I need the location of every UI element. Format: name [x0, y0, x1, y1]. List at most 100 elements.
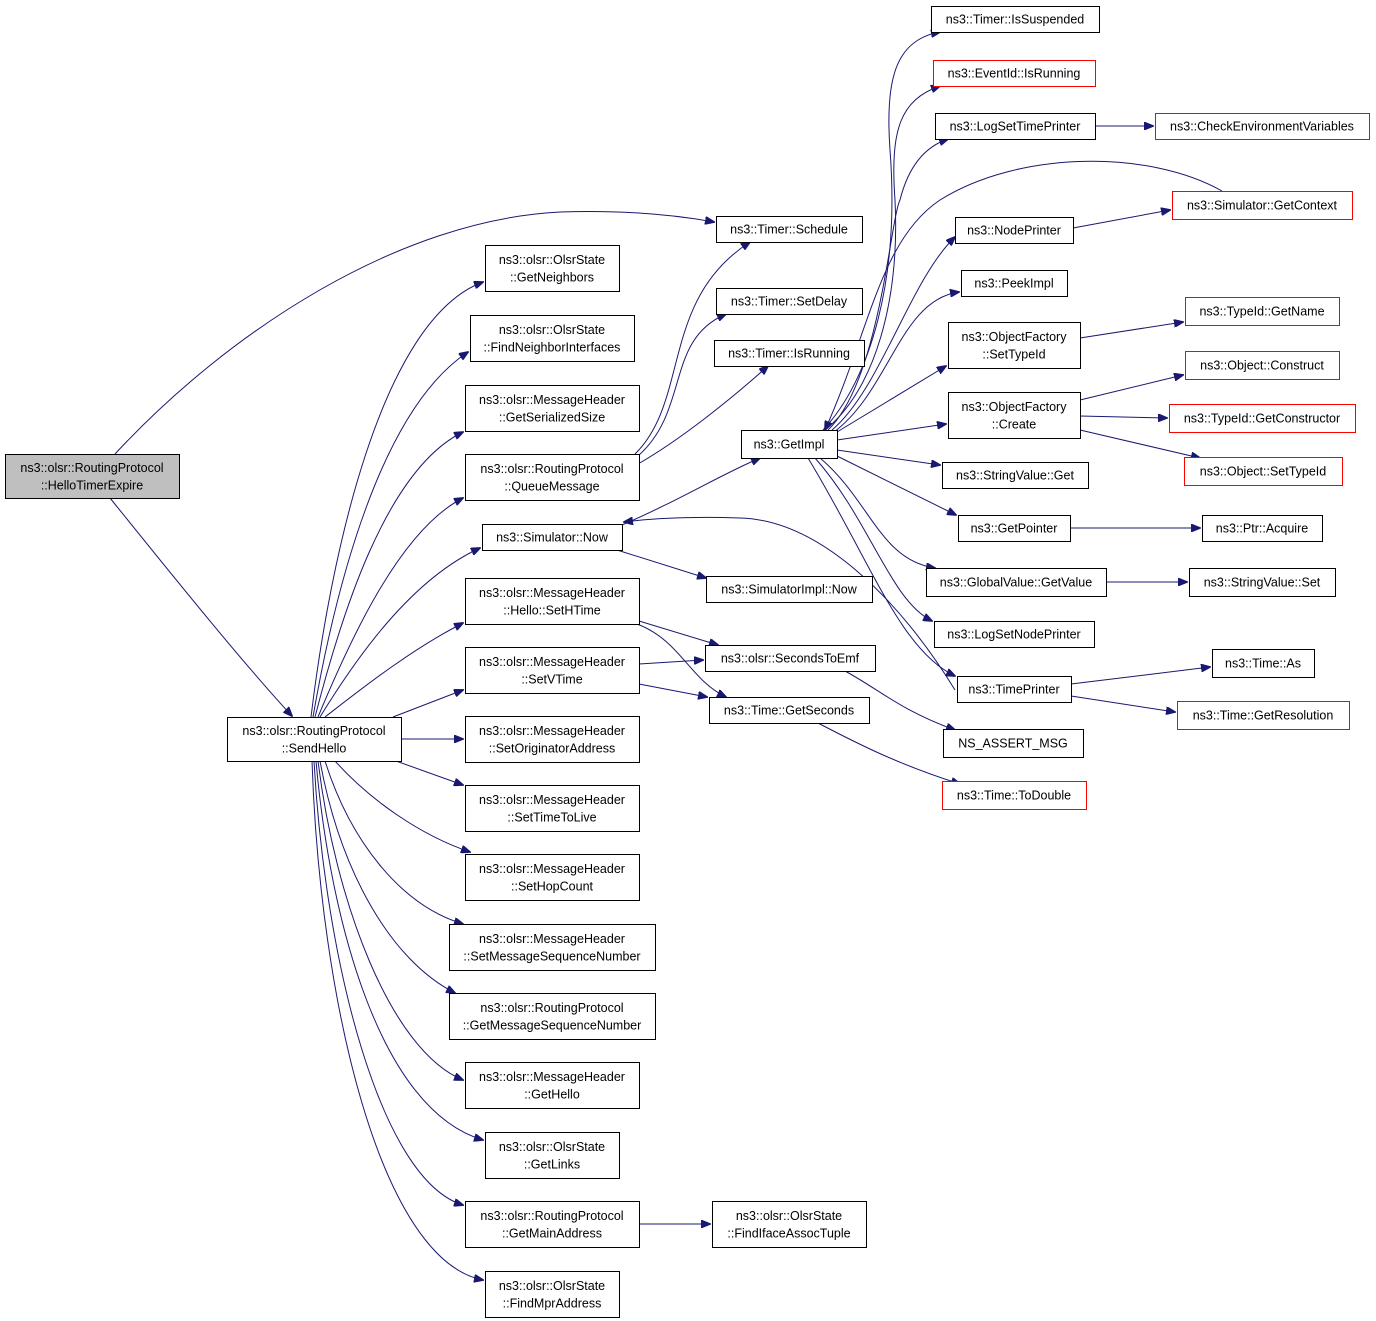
node-fiat[interactable]: ns3::olsr::OlsrState::FindIfaceAssocTupl… [712, 1201, 867, 1248]
node-box[interactable] [1212, 649, 1315, 678]
node-tas[interactable]: ns3::Time::As [1212, 649, 1315, 678]
node-box[interactable] [465, 647, 640, 694]
node-tgr[interactable]: ns3::Time::GetResolution [1177, 701, 1350, 730]
node-box[interactable] [943, 729, 1084, 758]
node-gss[interactable]: ns3::olsr::MessageHeader::GetSerializedS… [465, 385, 640, 432]
node-cev[interactable]: ns3::CheckEnvironmentVariables [1155, 113, 1370, 140]
node-tis[interactable]: ns3::Timer::IsSuspended [931, 6, 1100, 33]
node-nam[interactable]: NS_ASSERT_MSG [943, 729, 1084, 758]
node-box[interactable] [705, 645, 876, 672]
node-box[interactable] [942, 462, 1089, 489]
node-pi[interactable]: ns3::PeekImpl [961, 270, 1068, 297]
node-box[interactable] [957, 676, 1072, 703]
node-box[interactable] [465, 785, 640, 832]
node-box[interactable] [1189, 568, 1336, 597]
node-box[interactable] [1185, 351, 1340, 380]
node-box[interactable] [470, 315, 635, 362]
node-box[interactable] [948, 392, 1081, 439]
node-svs[interactable]: ns3::StringValue::Set [1189, 568, 1336, 597]
node-lsnp[interactable]: ns3::LogSetNodePrinter [934, 621, 1095, 648]
node-box[interactable] [465, 716, 640, 763]
node-ste[interactable]: ns3::olsr::SecondsToEmf [705, 645, 876, 672]
node-tsch[interactable]: ns3::Timer::Schedule [716, 216, 863, 243]
node-box[interactable] [1155, 113, 1370, 140]
node-box[interactable] [948, 322, 1081, 369]
node-np[interactable]: ns3::NodePrinter [955, 217, 1074, 244]
node-gp[interactable]: ns3::GetPointer [958, 515, 1071, 542]
node-gh[interactable]: ns3::olsr::MessageHeader::GetHello [465, 1062, 640, 1109]
node-ofc[interactable]: ns3::ObjectFactory::Create [948, 392, 1081, 439]
node-box[interactable] [961, 270, 1068, 297]
node-box[interactable] [449, 993, 656, 1040]
node-box[interactable] [465, 1062, 640, 1109]
node-box[interactable] [931, 6, 1100, 33]
node-box[interactable] [958, 515, 1071, 542]
node-sgc[interactable]: ns3::Simulator::GetContext [1172, 191, 1353, 220]
node-pa[interactable]: ns3::Ptr::Acquire [1202, 515, 1323, 542]
node-oc[interactable]: ns3::Object::Construct [1185, 351, 1340, 380]
node-box[interactable] [709, 697, 870, 724]
node-box[interactable] [1177, 701, 1350, 730]
node-gl[interactable]: ns3::olsr::OlsrState::GetLinks [485, 1132, 620, 1179]
node-box[interactable] [955, 217, 1074, 244]
node-soa[interactable]: ns3::olsr::MessageHeader::SetOriginatorA… [465, 716, 640, 763]
node-fni[interactable]: ns3::olsr::OlsrState::FindNeighborInterf… [470, 315, 635, 362]
node-box[interactable] [465, 454, 640, 501]
node-hte[interactable]: ns3::olsr::RoutingProtocol::HelloTimerEx… [5, 454, 180, 499]
node-gma[interactable]: ns3::olsr::RoutingProtocol::GetMainAddre… [465, 1201, 640, 1248]
node-box[interactable] [485, 245, 620, 292]
node-box[interactable] [485, 1132, 620, 1179]
node-box[interactable] [741, 430, 838, 459]
node-box[interactable] [465, 854, 640, 901]
node-gvgv[interactable]: ns3::GlobalValue::GetValue [926, 568, 1107, 597]
node-sh[interactable]: ns3::olsr::RoutingProtocol::SendHello [227, 717, 402, 762]
node-box[interactable] [1184, 457, 1343, 486]
node-box[interactable] [716, 216, 863, 243]
node-qm[interactable]: ns3::olsr::RoutingProtocol::QueueMessage [465, 454, 640, 501]
node-box[interactable] [485, 1271, 620, 1318]
node-svg[interactable]: ns3::StringValue::Get [942, 462, 1089, 489]
node-box[interactable] [934, 621, 1095, 648]
node-box[interactable] [465, 578, 640, 625]
node-lstp[interactable]: ns3::LogSetTimePrinter [935, 113, 1096, 140]
node-fmpr[interactable]: ns3::olsr::OlsrState::FindMprAddress [485, 1271, 620, 1318]
node-tign[interactable]: ns3::TypeId::GetName [1185, 297, 1340, 326]
node-box[interactable] [1185, 297, 1340, 326]
node-ttd[interactable]: ns3::Time::ToDouble [942, 781, 1087, 810]
node-box[interactable] [935, 113, 1096, 140]
node-box[interactable] [712, 1201, 867, 1248]
node-box[interactable] [482, 524, 623, 551]
node-box[interactable] [227, 717, 402, 762]
node-sttl[interactable]: ns3::olsr::MessageHeader::SetTimeToLive [465, 785, 640, 832]
node-box[interactable] [5, 454, 180, 499]
node-tsd[interactable]: ns3::Timer::SetDelay [716, 288, 863, 315]
node-sht[interactable]: ns3::olsr::MessageHeader::Hello::SetHTim… [465, 578, 640, 625]
node-box[interactable] [1202, 515, 1323, 542]
node-shc[interactable]: ns3::olsr::MessageHeader::SetHopCount [465, 854, 640, 901]
node-ost[interactable]: ns3::Object::SetTypeId [1184, 457, 1343, 486]
node-eir[interactable]: ns3::EventId::IsRunning [933, 60, 1096, 87]
node-box[interactable] [706, 576, 873, 603]
node-box[interactable] [942, 781, 1087, 810]
node-box[interactable] [465, 1201, 640, 1248]
node-box[interactable] [926, 568, 1107, 597]
node-gnb[interactable]: ns3::olsr::OlsrState::GetNeighbors [485, 245, 620, 292]
node-box[interactable] [449, 924, 656, 971]
node-smsn[interactable]: ns3::olsr::MessageHeader::SetMessageSequ… [449, 924, 656, 971]
node-sin[interactable]: ns3::SimulatorImpl::Now [706, 576, 873, 603]
node-gimpl[interactable]: ns3::GetImpl [741, 430, 838, 459]
node-tir[interactable]: ns3::Timer::IsRunning [714, 340, 865, 367]
node-box[interactable] [1169, 404, 1356, 433]
node-box[interactable] [465, 385, 640, 432]
node-snow[interactable]: ns3::Simulator::Now [482, 524, 623, 551]
node-tp[interactable]: ns3::TimePrinter [957, 676, 1072, 703]
node-svt[interactable]: ns3::olsr::MessageHeader::SetVTime [465, 647, 640, 694]
node-box[interactable] [714, 340, 865, 367]
node-box[interactable] [1172, 191, 1353, 220]
node-box[interactable] [933, 60, 1096, 87]
node-tigc[interactable]: ns3::TypeId::GetConstructor [1169, 404, 1356, 433]
node-box[interactable] [716, 288, 863, 315]
node-ofst[interactable]: ns3::ObjectFactory::SetTypeId [948, 322, 1081, 369]
node-tgs[interactable]: ns3::Time::GetSeconds [709, 697, 870, 724]
node-gmsn[interactable]: ns3::olsr::RoutingProtocol::GetMessageSe… [449, 993, 656, 1040]
